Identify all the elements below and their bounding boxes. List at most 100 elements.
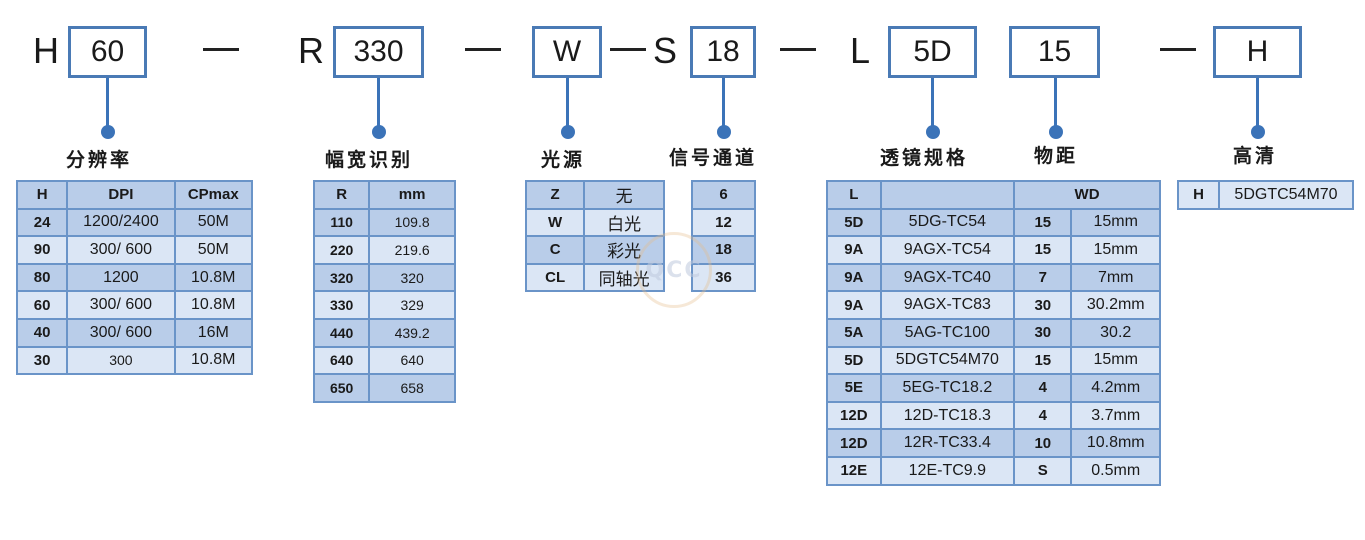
wd-value-cell: 3.7mm (1070, 400, 1161, 431)
model-cell: 5DG-TC54 (879, 207, 1016, 238)
code-box-resolution: 60 (68, 26, 147, 78)
cpmax-cell: 16M (173, 317, 254, 348)
connector-dot (1049, 125, 1063, 139)
header-cell: H (15, 180, 69, 210)
code-cell: C (524, 235, 586, 265)
dpi-cell: 300/ 600 (66, 235, 176, 265)
code-box-lens: 5D (888, 26, 977, 78)
header-cell (879, 180, 1016, 210)
mm-cell: 640 (368, 345, 456, 376)
caption-hd: 高清 (1233, 145, 1278, 167)
model-cell: 9AGX-TC40 (879, 262, 1016, 293)
connector-dot (561, 125, 575, 139)
code-cell: 80 (15, 262, 69, 293)
model-cell: 5DGTC54M70 (879, 345, 1016, 376)
model-cell: 5EG-TC18.2 (879, 373, 1016, 403)
code-cell: Z (524, 180, 586, 210)
code-dash (610, 48, 646, 51)
connector-line (377, 78, 380, 130)
light-cell: 无 (583, 180, 665, 210)
code-dash (780, 48, 816, 51)
wd-value-cell: 10.8mm (1070, 428, 1161, 458)
wd-value-cell: 30.2 (1070, 317, 1161, 348)
wd-value-cell: 0.5mm (1070, 455, 1161, 486)
header-cell: L (826, 180, 882, 210)
light-cell: 白光 (583, 207, 665, 238)
code-cell: 40 (15, 317, 69, 348)
wd-value-cell: 15mm (1070, 345, 1161, 376)
connector-line (1256, 78, 1259, 130)
connector-dot (101, 125, 115, 139)
code-cell: 5D (826, 207, 882, 238)
wd-code-cell: 4 (1013, 373, 1073, 403)
connector-line (931, 78, 934, 130)
cpmax-cell: 10.8M (173, 290, 254, 320)
mm-cell: 658 (368, 373, 456, 403)
wd-code-cell: 4 (1013, 400, 1073, 431)
wd-code-cell: 7 (1013, 262, 1073, 293)
cpmax-cell: 50M (173, 207, 254, 238)
code-cell: 110 (312, 207, 371, 238)
code-dash (203, 48, 239, 51)
connector-line (106, 78, 109, 130)
wd-code-cell: 15 (1013, 345, 1073, 376)
cpmax-cell: 50M (173, 235, 254, 265)
wd-value-cell: 30.2mm (1070, 290, 1161, 320)
wd-value-cell: 7mm (1070, 262, 1161, 293)
code-cell: 650 (312, 373, 371, 403)
caption-width: 幅宽识别 (325, 149, 414, 171)
model-cell: 9AGX-TC54 (879, 235, 1016, 265)
cpmax-cell: 10.8M (173, 345, 254, 376)
mm-cell: 329 (368, 290, 456, 320)
code-cell: 9A (826, 235, 882, 265)
connector-line (1054, 78, 1057, 130)
code-cell: 12E (826, 455, 882, 486)
connector-dot (1251, 125, 1265, 139)
dpi-cell: 1200 (66, 262, 176, 293)
header-cell: CPmax (173, 180, 254, 210)
header-cell: R (312, 180, 371, 210)
code-cell: 90 (15, 235, 69, 265)
header-cell: mm (368, 180, 456, 210)
wd-value-cell: 15mm (1070, 235, 1161, 265)
code-letter-r: R (298, 30, 324, 71)
wd-code-cell: 15 (1013, 207, 1073, 238)
table-header-row: H DPI CPmax (15, 180, 254, 210)
dpi-cell: 300/ 600 (66, 290, 176, 320)
wd-value-cell: 4.2mm (1070, 373, 1161, 403)
code-cell: 440 (312, 317, 371, 348)
channel-cell: 12 (691, 207, 756, 238)
code-cell: 60 (15, 290, 69, 320)
connector-line (722, 78, 725, 130)
code-cell: 12D (826, 428, 882, 458)
code-box-channel: 18 (690, 26, 756, 78)
code-letter-h: H (33, 30, 59, 71)
model-cell: 12E-TC9.9 (879, 455, 1016, 486)
model-cell: 12R-TC33.4 (879, 428, 1016, 458)
wd-code-cell: 15 (1013, 235, 1073, 265)
code-cell: 24 (15, 207, 69, 238)
wd-code-cell: 30 (1013, 317, 1073, 348)
table-header-row: R mm (312, 180, 456, 210)
mm-cell: 109.8 (368, 207, 456, 238)
caption-light: 光源 (541, 149, 586, 171)
code-dash (465, 48, 501, 51)
model-cell: 9AGX-TC83 (879, 290, 1016, 320)
